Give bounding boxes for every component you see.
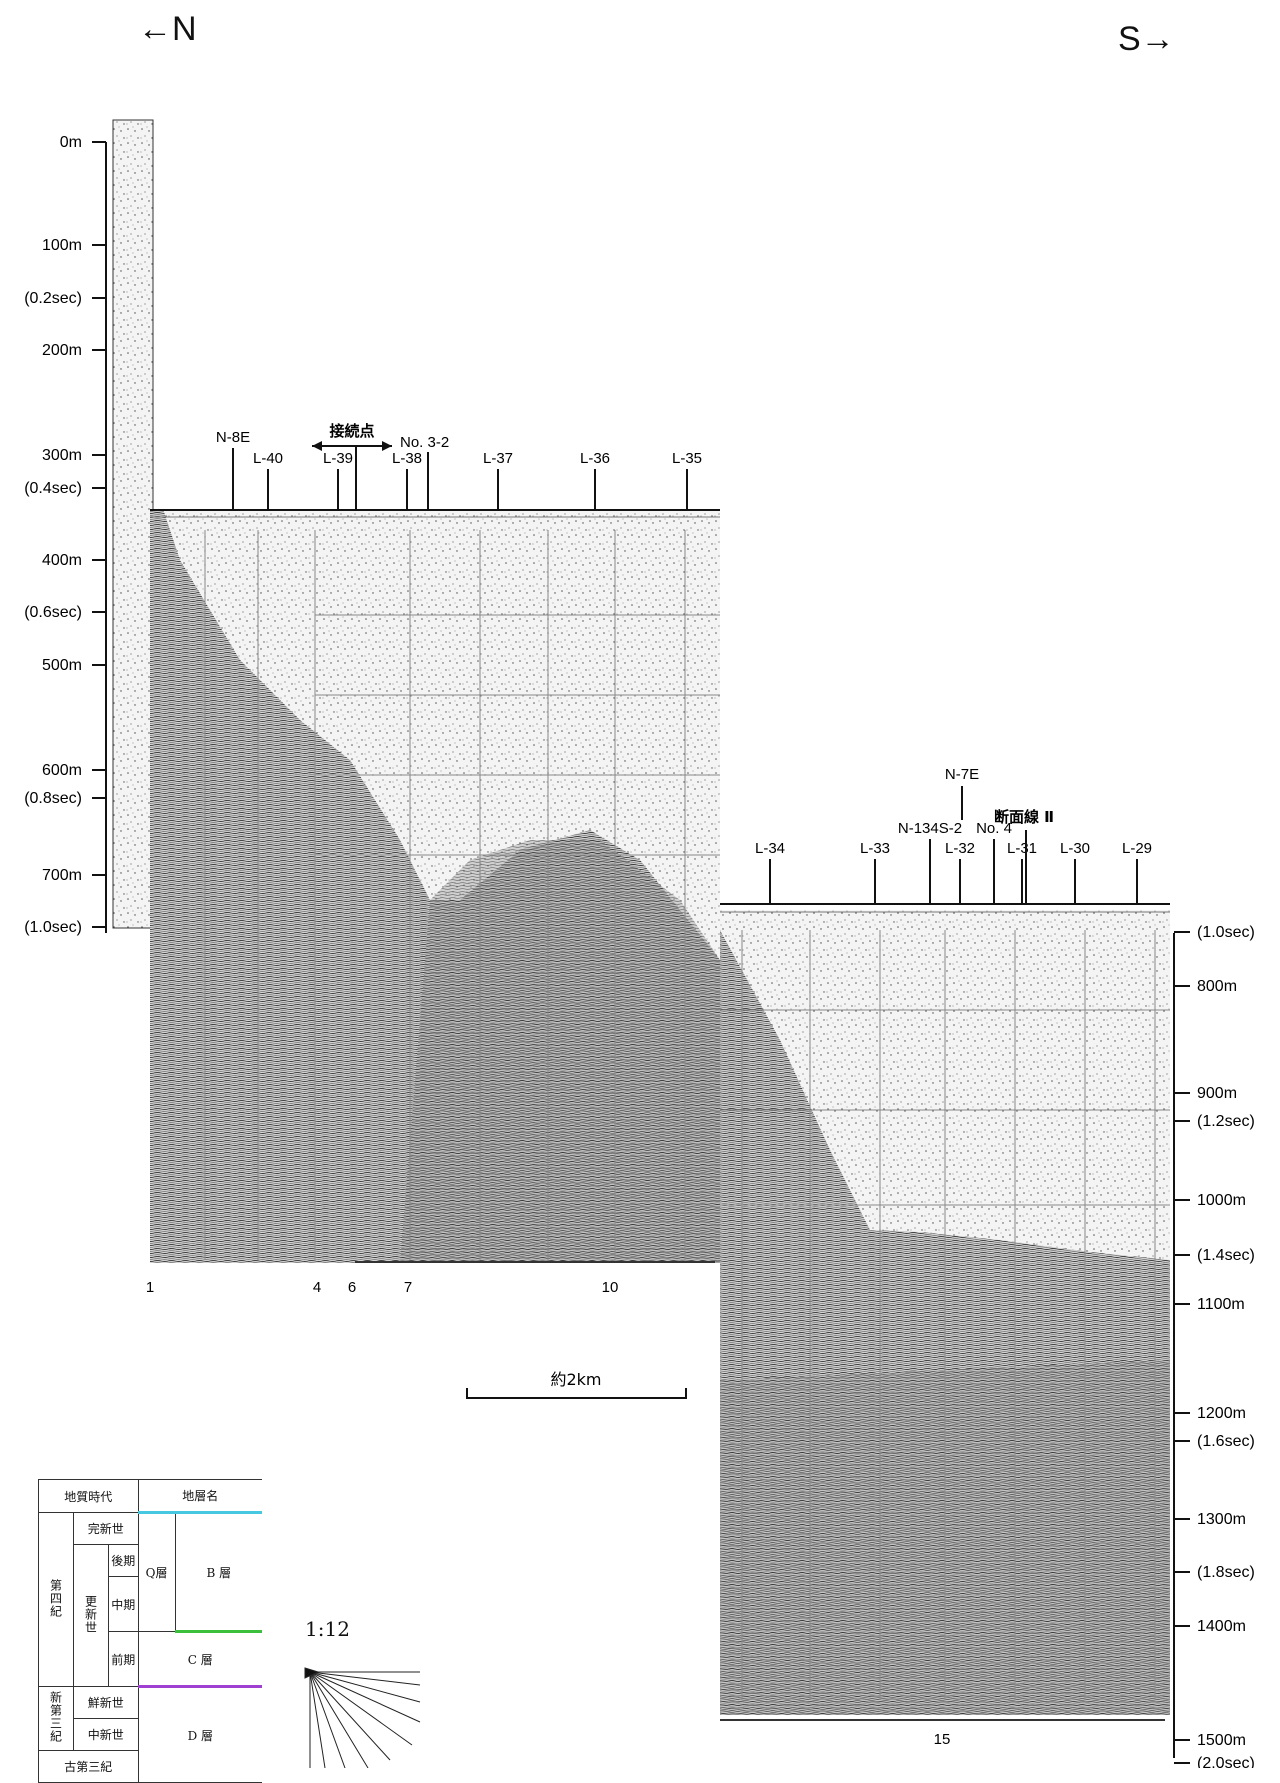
survey-line-label: L-35 bbox=[672, 450, 702, 467]
legend-holocene: 完新世 bbox=[73, 1512, 139, 1545]
legend-neogene: 新第三紀 bbox=[48, 1691, 63, 1743]
right-axis-label: 1100m bbox=[1197, 1296, 1245, 1313]
right-axis-label: (1.6sec) bbox=[1197, 1433, 1255, 1450]
left-axis-label: 200m bbox=[42, 342, 82, 359]
survey-line-label: L-39 bbox=[323, 450, 353, 467]
left-axis-label: 500m bbox=[42, 657, 82, 674]
legend-pleistocene: 更新世 bbox=[83, 1594, 98, 1634]
left-axis-label: (0.2sec) bbox=[24, 290, 82, 307]
right-axis-label: (1.4sec) bbox=[1197, 1247, 1255, 1264]
survey-line-label: L-29 bbox=[1122, 840, 1152, 857]
shotpoint-number: 10 bbox=[602, 1279, 619, 1296]
right-axis-label: 800m bbox=[1197, 978, 1237, 995]
survey-line-label: L-32 bbox=[945, 840, 975, 857]
left-axis-label: 700m bbox=[42, 867, 82, 884]
legend-b-layer: B 層 bbox=[174, 1512, 262, 1633]
left-axis-label: 400m bbox=[42, 552, 82, 569]
legend-header-age: 地質時代 bbox=[38, 1479, 139, 1513]
legend-middle: 中期 bbox=[108, 1576, 139, 1632]
scale-bar bbox=[466, 1388, 687, 1399]
lower-section-label: 断面線 Ⅱ bbox=[994, 808, 1054, 826]
left-axis-label: (1.0sec) bbox=[24, 919, 82, 936]
left-depth-axis-ticks: 0m 100m (0.2sec) 200m 300m (0.4sec) 400m (0.6se… bbox=[24, 134, 106, 936]
shotpoint-number: 1 bbox=[146, 1279, 154, 1296]
legend-header-name: 地層名 bbox=[137, 1479, 262, 1514]
survey-line-label: L-37 bbox=[483, 450, 513, 467]
connection-point-label: 接続点 bbox=[329, 422, 374, 440]
well-log-strip bbox=[112, 119, 154, 929]
scale-bar-label: 約2km bbox=[550, 1370, 601, 1389]
legend-c-layer: C 層 bbox=[137, 1631, 262, 1688]
upper-survey-line-markers: N-8EL-40 L-39 L-38 L-37 L-36 L-35 bbox=[216, 429, 702, 510]
right-axis-label: 900m bbox=[1197, 1085, 1237, 1102]
right-axis-label: 1400m bbox=[1197, 1618, 1246, 1635]
right-axis-label: (1.2sec) bbox=[1197, 1113, 1255, 1130]
lower-top-label: N-7E bbox=[945, 766, 979, 783]
legend-miocene: 中新世 bbox=[73, 1718, 139, 1751]
right-axis-label: (1.8sec) bbox=[1197, 1564, 1255, 1581]
survey-line-label: N-134S-2 bbox=[898, 820, 962, 837]
legend-late: 後期 bbox=[108, 1544, 139, 1577]
geologic-legend-table: 地質時代 地層名 第四紀 完新世 Q層 B 層 更新世 後期 中期 前期 C 層… bbox=[38, 1479, 262, 1783]
legend-quaternary: 第四紀 bbox=[48, 1578, 63, 1618]
upper-seismic-panel bbox=[150, 510, 720, 1263]
slope-sample-fan bbox=[304, 1667, 421, 1768]
survey-line-label: L-40 bbox=[253, 450, 283, 467]
shotpoint-lower: 15 bbox=[934, 1731, 951, 1748]
slope-sample-label: 1:12 bbox=[305, 1617, 350, 1641]
upper-extra-label: No. 3-2 bbox=[400, 434, 449, 451]
survey-line-label: N-8E bbox=[216, 429, 250, 446]
lower-seismic-panel bbox=[720, 910, 1170, 1715]
legend-d-layer: D 層 bbox=[137, 1686, 262, 1783]
right-axis-label: (1.0sec) bbox=[1197, 924, 1255, 941]
survey-line-label: L-34 bbox=[755, 840, 785, 857]
right-depth-axis-ticks: (1.0sec) 800m 900m (1.2sec) 1000m (1.4sec) 110… bbox=[1174, 924, 1255, 1768]
shotpoint-number: 6 bbox=[348, 1279, 356, 1296]
right-axis-label: 1300m bbox=[1197, 1511, 1246, 1528]
survey-line-label: No. 4 bbox=[976, 820, 1012, 837]
right-axis-label: 1000m bbox=[1197, 1192, 1246, 1209]
right-axis-label: (2.0sec) bbox=[1197, 1755, 1255, 1768]
right-axis-label: 1500m bbox=[1197, 1732, 1246, 1749]
shotpoint-numbers: 1 4 6 7 10 bbox=[146, 1279, 619, 1296]
survey-line-label: L-31 bbox=[1007, 840, 1037, 857]
left-axis-label: (0.4sec) bbox=[24, 480, 82, 497]
left-axis-label: (0.8sec) bbox=[24, 790, 82, 807]
left-axis-label: 100m bbox=[42, 237, 82, 254]
shotpoint-number: 7 bbox=[404, 1279, 412, 1296]
left-axis-label: 600m bbox=[42, 762, 82, 779]
legend-early: 前期 bbox=[108, 1631, 139, 1687]
shotpoint-number: 4 bbox=[313, 1279, 321, 1296]
south-direction-label: S→ bbox=[1118, 20, 1175, 58]
survey-line-label: L-38 bbox=[392, 450, 422, 467]
left-axis-label: 300m bbox=[42, 447, 82, 464]
right-axis-label: 1200m bbox=[1197, 1405, 1246, 1422]
survey-line-label: L-30 bbox=[1060, 840, 1090, 857]
survey-line-label: L-33 bbox=[860, 840, 890, 857]
legend-paleogene: 古第三紀 bbox=[38, 1750, 139, 1783]
left-axis-label: (0.6sec) bbox=[24, 604, 82, 621]
legend-q-layer: Q層 bbox=[137, 1512, 176, 1632]
survey-line-label: L-36 bbox=[580, 450, 610, 467]
left-axis-label: 0m bbox=[60, 134, 82, 151]
legend-pliocene: 鮮新世 bbox=[73, 1686, 139, 1719]
north-direction-label: ←N bbox=[138, 10, 197, 48]
